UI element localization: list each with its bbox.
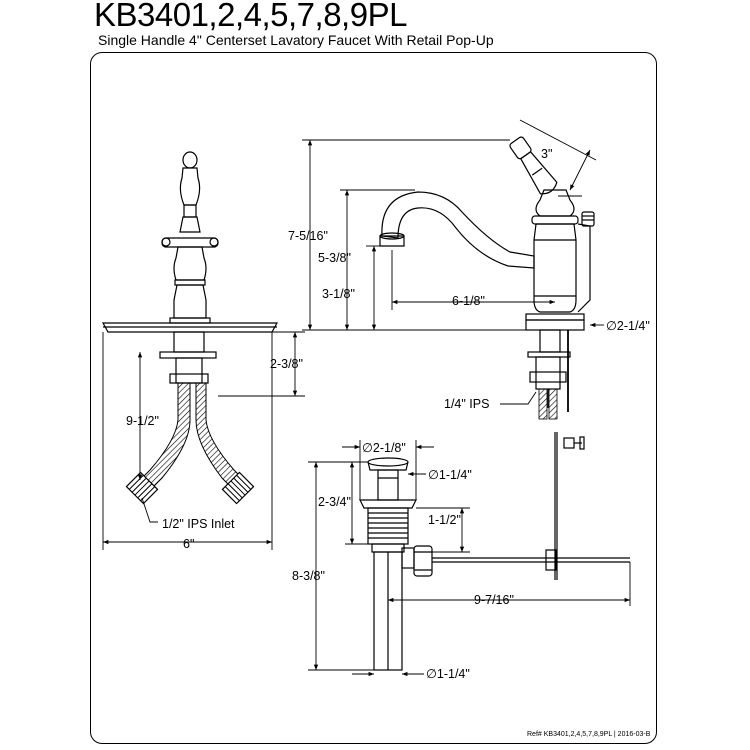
dim-drain-body: 2-3/4" (318, 495, 351, 509)
dim-shank-thread: 1/4" IPS (444, 397, 489, 411)
reference-code: Ref# KB3401,2,4,5,7,8,9PL | 2016-03-B (527, 731, 651, 738)
supply-hoses (125, 382, 255, 505)
dim-handle-length: 3" (541, 147, 552, 161)
dim-shank-length: 2-3/8" (270, 357, 303, 371)
dim-base-diameter: ∅2-1/4" (606, 319, 650, 333)
side-shank-braid (538, 388, 548, 420)
dim-tailpiece: ∅1-1/4" (426, 667, 470, 681)
dim-drain-total: 8-3/8" (292, 569, 325, 583)
side-view-faucet (379, 136, 595, 580)
dim-base-width: 6" (183, 537, 194, 551)
drain-assembly (359, 457, 630, 671)
dim-total-height: 7-5/16" (288, 229, 328, 243)
side-view-dimensions (302, 119, 604, 405)
front-view-faucet (101, 151, 279, 384)
model-number: KB3401,2,4,5,7,8,9PL (94, 0, 407, 33)
drain-dimensions (308, 440, 631, 677)
drawing-frame (90, 52, 657, 744)
dim-supply-length: 9-1/2" (126, 414, 159, 428)
side-shank-braid (548, 388, 558, 420)
product-description: Single Handle 4" Centerset Lavatory Fauc… (98, 32, 494, 48)
dim-drain-thread: 1-1/2" (428, 513, 461, 527)
dim-outlet-height: 3-1/8" (322, 287, 355, 301)
dim-drain-stopper: ∅1-1/4" (428, 468, 472, 482)
dim-spout-height: 5-3/8" (318, 251, 351, 265)
dim-lift-rod: 9-7/16" (474, 593, 514, 607)
front-view-dimensions (102, 331, 305, 550)
dim-drain-flange: ∅2-1/8" (362, 441, 406, 455)
dim-inlet: 1/2" IPS Inlet (162, 517, 235, 531)
dim-spout-reach: 6-1/8" (452, 294, 485, 308)
